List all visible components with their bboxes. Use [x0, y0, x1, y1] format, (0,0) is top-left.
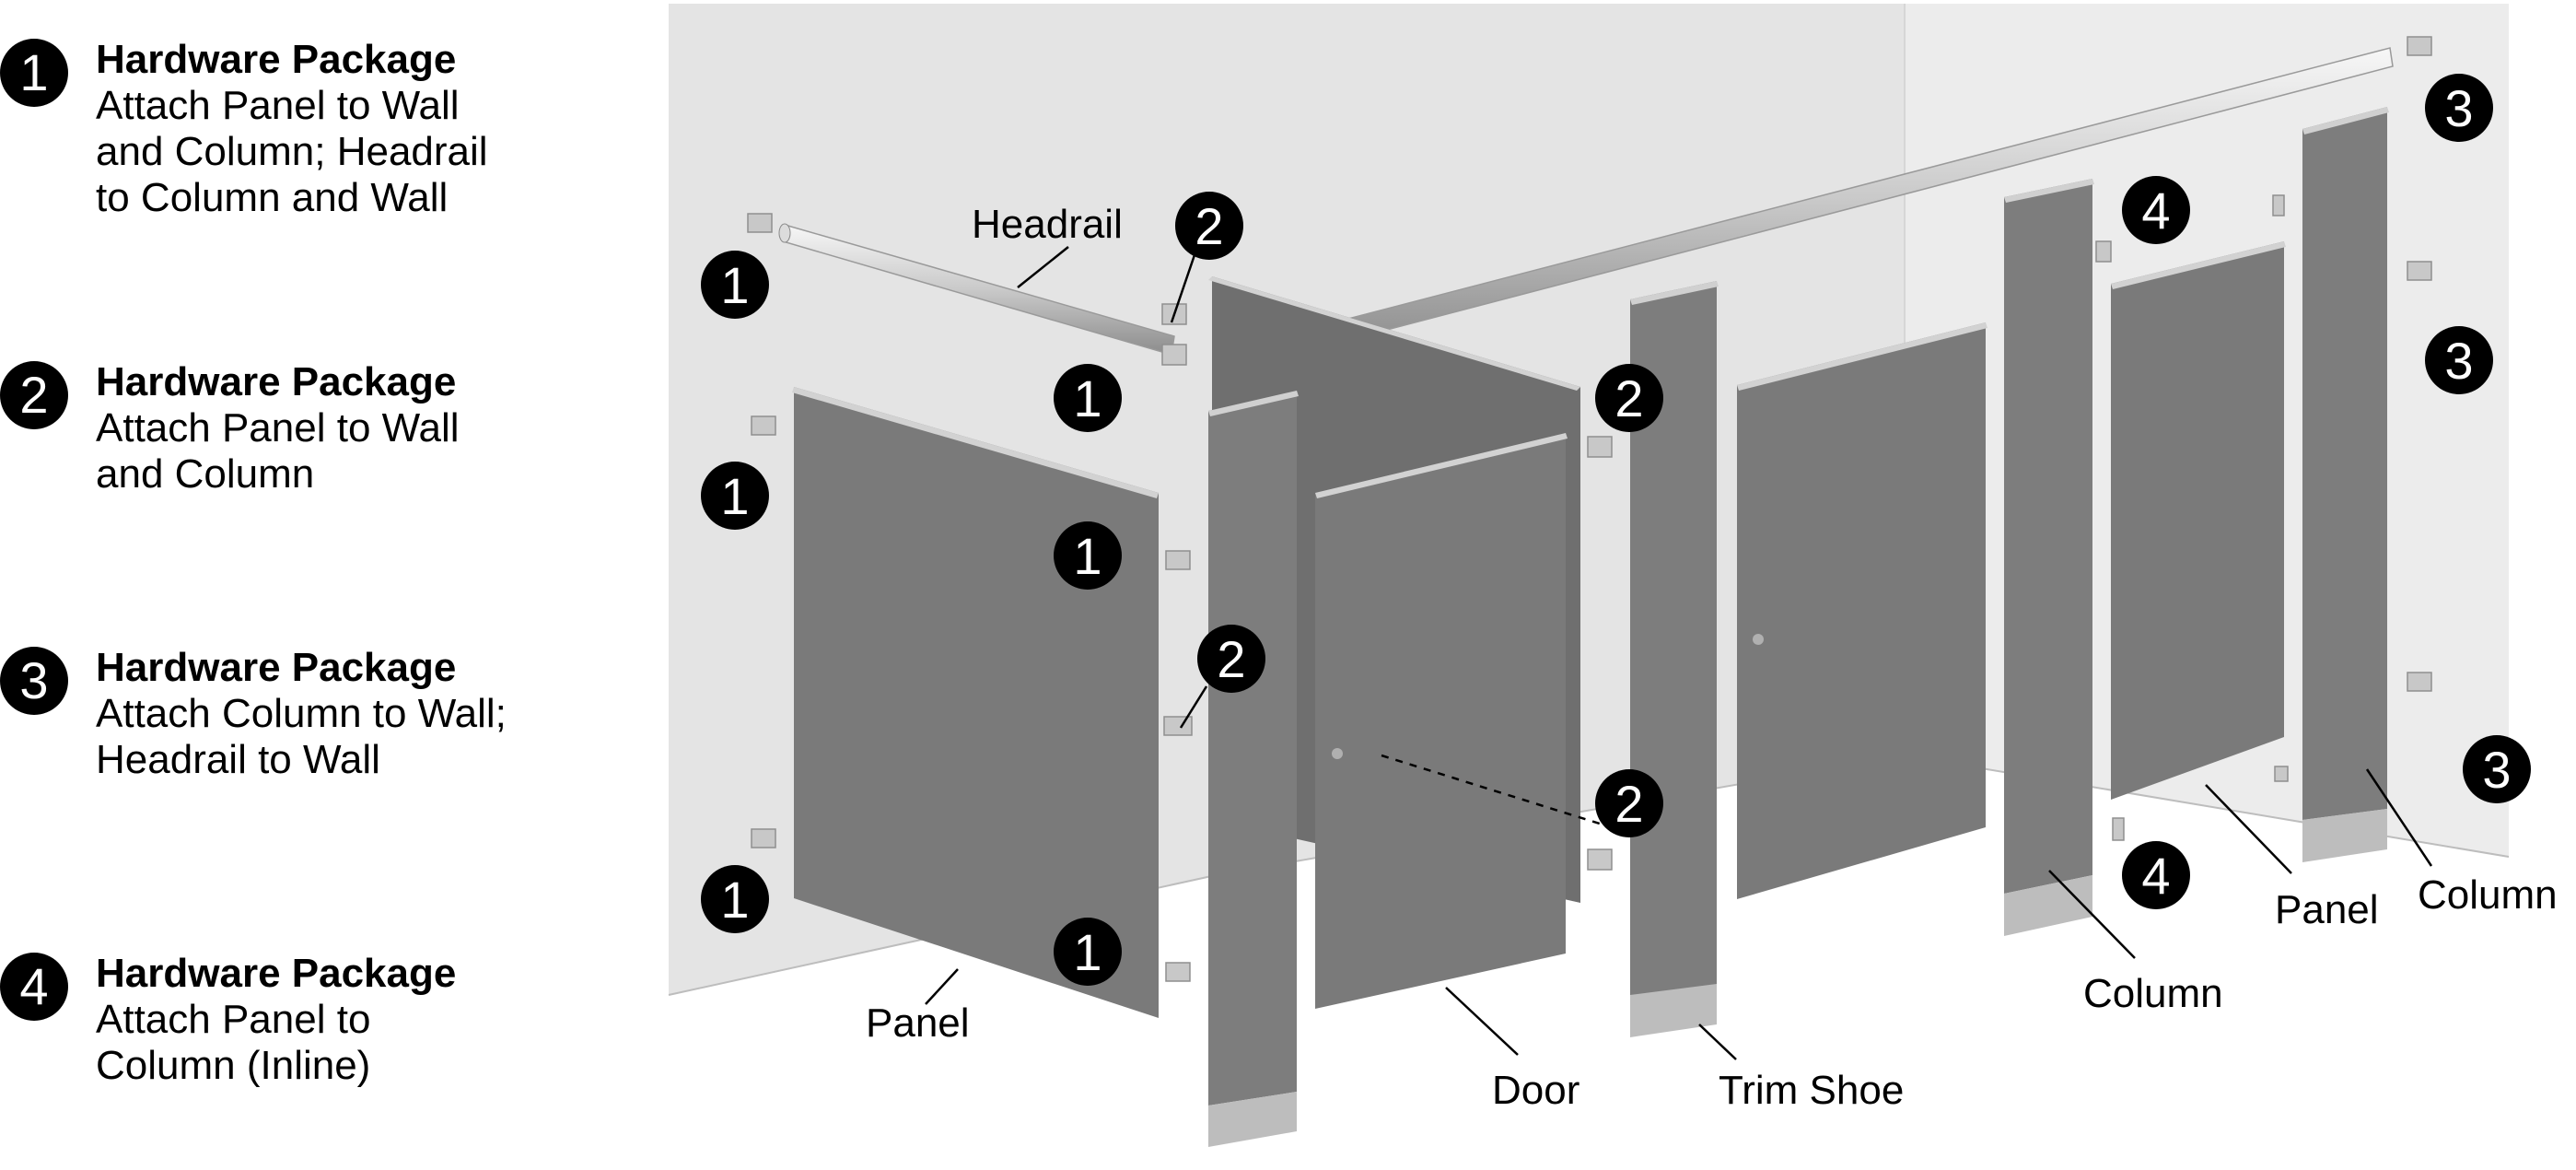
- label-panel-right: Panel: [2275, 887, 2379, 932]
- bracket: [2272, 194, 2285, 216]
- door-second: [1737, 322, 1987, 899]
- label-column-right: Column: [2418, 872, 2558, 918]
- legend-text-3-line-2: Headrail to Wall: [96, 737, 380, 782]
- legend-text-1-line-1: Attach Panel to Wall: [96, 83, 460, 128]
- callout-badge-3: 3: [2425, 326, 2493, 394]
- legend-text-1-line-2: and Column; Headrail: [96, 129, 488, 174]
- callout-badge-1: 1: [701, 865, 769, 933]
- callout-badge-4: 4: [2122, 176, 2190, 244]
- svg-text:4: 4: [2141, 181, 2170, 240]
- svg-text:1: 1: [1073, 527, 1102, 585]
- legend-title-1: Hardware Package: [96, 37, 457, 82]
- column-left: [1208, 391, 1299, 1147]
- callout-badge-1: 1: [701, 462, 769, 530]
- svg-text:4: 4: [2141, 847, 2170, 905]
- svg-text:1: 1: [1073, 369, 1102, 427]
- legend-text-3-line-1: Attach Column to Wall;: [96, 691, 507, 736]
- bracket: [2407, 261, 2432, 281]
- legend-title-4: Hardware Package: [96, 951, 457, 996]
- callout-badge-2: 2: [1175, 192, 1243, 260]
- legend-badge-1: 1: [0, 39, 68, 107]
- callout-badge-1: 1: [701, 251, 769, 319]
- callout-badge-2: 2: [1595, 769, 1663, 837]
- legend-text-2-line-1: Attach Panel to Wall: [96, 405, 460, 450]
- legend-badge-4: 4: [0, 953, 68, 1021]
- legend-text-4-line-1: Attach Panel to: [96, 997, 371, 1042]
- part-labels: Headrail Panel Door Trim Shoe Column Pan…: [866, 202, 2558, 1113]
- callout-badge-4: 4: [2122, 841, 2190, 909]
- column-middle: [2004, 179, 2094, 936]
- bracket: [2112, 817, 2125, 841]
- callout-badge-3: 3: [2425, 74, 2493, 142]
- label-headrail: Headrail: [972, 202, 1123, 247]
- bracket: [751, 415, 776, 436]
- legend-text-1-line-3: to Column and Wall: [96, 175, 449, 220]
- bracket: [2407, 36, 2432, 56]
- label-trim-shoe: Trim Shoe: [1719, 1068, 1904, 1113]
- mounting-brackets: [747, 36, 2432, 982]
- callout-badge-1: 1: [1054, 918, 1122, 986]
- svg-text:3: 3: [2482, 741, 2511, 799]
- bracket: [747, 213, 773, 233]
- legend-title-2: Hardware Package: [96, 359, 457, 404]
- svg-text:3: 3: [2444, 332, 2473, 390]
- svg-text:1: 1: [720, 467, 749, 525]
- callout-badge-2: 2: [1197, 625, 1265, 693]
- label-column-middle: Column: [2083, 971, 2223, 1016]
- svg-text:2: 2: [1614, 775, 1643, 833]
- bracket: [2274, 766, 2289, 782]
- label-panel-left: Panel: [866, 1000, 970, 1046]
- callout-badge-2: 2: [1595, 364, 1663, 432]
- callout-badges: 1 1 1 1 1 1 2 2 2 2 3 3 3 4 4: [701, 74, 2531, 986]
- label-door: Door: [1492, 1068, 1579, 1113]
- bracket: [1161, 344, 1187, 366]
- bracket: [2095, 240, 2112, 263]
- bracket: [1163, 716, 1193, 736]
- svg-text:2: 2: [1614, 369, 1643, 427]
- bracket: [1587, 848, 1613, 871]
- svg-text:1: 1: [1073, 923, 1102, 981]
- legend-badge-3: 3: [0, 647, 68, 715]
- leader-lines: [925, 246, 2433, 1060]
- legend-title-3: Hardware Package: [96, 645, 457, 690]
- legend-text-4-line-2: Column (Inline): [96, 1043, 371, 1088]
- bracket: [1165, 962, 1191, 982]
- hardware-legend: 1 Hardware Package Attach Panel to Wall …: [0, 0, 663, 1170]
- callout-badge-3: 3: [2463, 735, 2531, 803]
- callout-badge-1: 1: [1054, 521, 1122, 590]
- svg-text:2: 2: [1217, 630, 1245, 688]
- svg-text:3: 3: [2444, 79, 2473, 137]
- column-right: [2302, 107, 2389, 862]
- door: [1315, 433, 1568, 1009]
- svg-text:1: 1: [720, 256, 749, 314]
- svg-text:2: 2: [1195, 197, 1223, 255]
- bracket: [2407, 672, 2432, 692]
- svg-text:1: 1: [720, 871, 749, 929]
- bracket: [1165, 550, 1191, 570]
- panel-right: [2111, 241, 2286, 800]
- legend-badge-2: 2: [0, 361, 68, 429]
- bracket: [751, 828, 776, 848]
- callout-badge-1: 1: [1054, 364, 1122, 432]
- bracket: [1587, 436, 1613, 458]
- legend-text-2-line-2: and Column: [96, 451, 315, 497]
